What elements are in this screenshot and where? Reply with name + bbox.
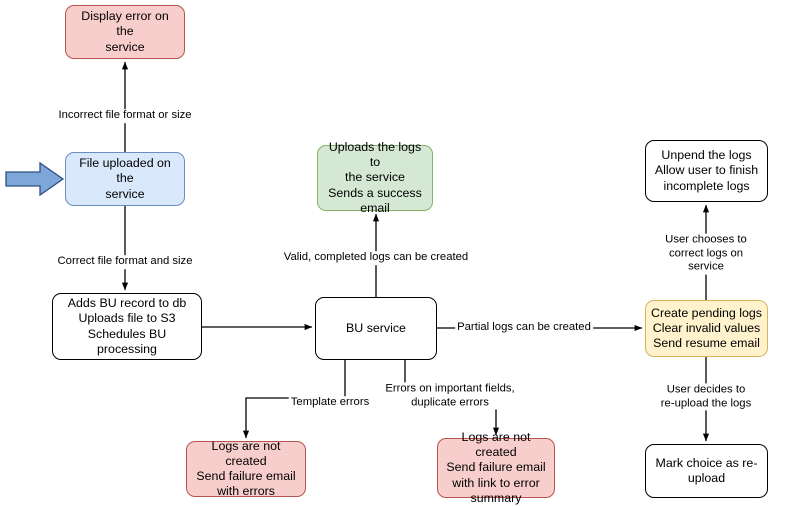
node-adds-bu-record[interactable]: Adds BU record to db Uploads file to S3 … <box>52 293 202 360</box>
node-file-uploaded[interactable]: File uploaded on the service <box>65 152 185 206</box>
edge-label-valid-completed-logs: Valid, completed logs can be created <box>281 251 471 265</box>
edge-label-incorrect-format: Incorrect file format or size <box>56 109 194 123</box>
node-display-error[interactable]: Display error on the service <box>65 5 185 59</box>
node-uploads-logs[interactable]: Uploads the logs to the service Sends a … <box>317 140 433 215</box>
edge-label-user-corrects-logs: User chooses to correct logs on service <box>658 233 754 275</box>
node-logs-not-created-link[interactable]: Logs are not created Send failure email … <box>437 430 555 505</box>
edge-label-errors-important-fields: Errors on important fields, duplicate er… <box>383 382 517 410</box>
node-unpend-logs[interactable]: Unpend the logs Allow user to finish inc… <box>645 140 768 202</box>
edge-label-correct-format: Correct file format and size <box>55 255 195 269</box>
node-bu-service[interactable]: BU service <box>315 297 437 360</box>
node-logs-not-created-errors[interactable]: Logs are not created Send failure email … <box>186 439 306 498</box>
edge-label-user-reupload: User decides to re-upload the logs <box>658 383 754 411</box>
edge-label-template-errors: Template errors <box>288 396 372 410</box>
node-create-pending-logs[interactable]: Create pending logs Clear invalid values… <box>645 300 768 357</box>
edge-label-partial-logs: Partial logs can be created <box>455 321 593 335</box>
node-mark-choice-reupload[interactable]: Mark choice as re- upload <box>645 444 768 498</box>
